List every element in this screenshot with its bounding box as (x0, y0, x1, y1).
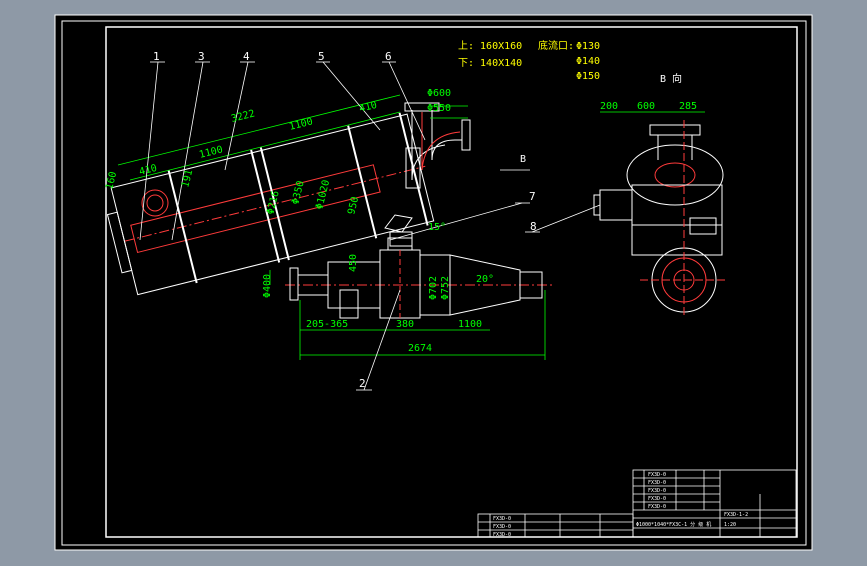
note-inlet-top: 上: 160X160 (458, 40, 522, 52)
flange-b (259, 147, 290, 261)
part-number-7: 7 (529, 190, 536, 203)
dim-410: 410 (358, 100, 378, 115)
note-inlet-bottom: 下: 140X140 (458, 58, 522, 69)
dim-191: 191 (180, 169, 195, 189)
part-leaders (139, 61, 601, 391)
dim-phi702: Φ702 (428, 276, 439, 300)
dim-phi550: Φ550 (427, 103, 451, 114)
dim-205-365: 205-365 (306, 319, 348, 330)
tb-row-5: FX3D-0 (648, 504, 666, 510)
b-top-flange (649, 124, 701, 136)
sheet-outer-border (61, 20, 807, 546)
part-number-6: 6 (385, 50, 392, 63)
note-underflow-2: Φ140 (576, 56, 600, 67)
dim-410-left: 410 (138, 163, 158, 178)
inlet-circle (141, 189, 169, 217)
tb-row-3: FX3D-0 (648, 488, 666, 494)
title-block-text: FX3D-0 FX3D-0 FX3D-0 FX3D-0 FX3D-0 FX3D-… (636, 472, 748, 528)
dim-2674: 2674 (408, 343, 432, 354)
dim-160: 160 (104, 171, 119, 191)
b-side-port (689, 217, 717, 235)
parts-list-text: FX3D-0 FX3D-0 FX3D-0 (493, 516, 511, 538)
tb-row-1: FX3D-0 (648, 472, 666, 478)
flange-a (250, 149, 281, 263)
dim-600: 600 (637, 101, 655, 112)
cyclone-assembly (285, 237, 555, 319)
pl-row-2: FX3D-0 (493, 524, 511, 530)
note-underflow-3: Φ150 (576, 71, 600, 82)
view-b-marker: B (520, 154, 526, 165)
dim-20deg: 20° (476, 274, 494, 285)
dim-285: 285 (679, 101, 697, 112)
drawing-frame (105, 26, 798, 538)
b-upper-shell (626, 144, 724, 206)
pl-row-3: FX3D-0 (493, 532, 511, 538)
feed-stub (339, 289, 359, 319)
drawing-sheet (54, 14, 813, 551)
dim-950: 950 (346, 196, 361, 216)
notes: 上: 160X160 下: 140X140 底流口: Φ130 Φ140 Φ15… (458, 39, 682, 165)
part-numbers: 1 3 4 5 6 7 8 2 (153, 50, 537, 390)
dimension-text: 3222 410 1100 1100 410 160 191 950 Φ216 … (104, 88, 697, 354)
elbow-base (405, 147, 421, 189)
dimension-lines (117, 94, 705, 360)
tb-description: Φ1000*1040*FX3C-1 分 级 机 (636, 521, 711, 528)
cone-section (449, 254, 521, 316)
part-number-3: 3 (198, 50, 205, 63)
classifier-body (106, 112, 435, 296)
dim-380: 380 (396, 319, 414, 330)
part-number-5: 5 (318, 50, 325, 63)
parts-list (477, 513, 634, 538)
main-centerline (124, 165, 426, 242)
tb-row-4: FX3D-0 (648, 496, 666, 502)
left-end-cap (106, 211, 133, 274)
dim-15deg: 15° (428, 222, 446, 233)
dim-450: 450 (348, 254, 359, 272)
tb-row-2: FX3D-0 (648, 480, 666, 486)
dim-1100-low: 1100 (458, 319, 482, 330)
dim-phi600: Φ600 (427, 88, 451, 99)
outlet-elbow (404, 102, 471, 189)
inner-pipe (130, 164, 381, 254)
elbow-flange-top (404, 102, 440, 112)
tb-drawing-name: FX3D-1-2 (724, 512, 748, 518)
elbow-flange-side (461, 119, 471, 151)
pl-row-1: FX3D-0 (493, 516, 511, 522)
note-underflow-label: 底流口: (538, 39, 574, 52)
dim-200: 200 (600, 101, 618, 112)
part-number-4: 4 (243, 50, 250, 63)
inlet-circle-inner (146, 194, 164, 212)
part-number-1: 1 (153, 50, 160, 63)
view-b (593, 120, 728, 318)
part-number-2: 2 (359, 377, 366, 390)
dim-phi400: Φ400 (262, 274, 273, 298)
flange-d (347, 125, 378, 239)
view-b-label: B 向 (660, 72, 682, 85)
tb-ratio: 1:20 (724, 522, 736, 528)
title-block (632, 469, 797, 538)
part-number-8: 8 (530, 220, 537, 233)
apex-nozzle (519, 271, 543, 299)
flange-c (167, 170, 198, 284)
note-underflow-1: Φ130 (576, 41, 600, 52)
dim-phi752: Φ752 (440, 276, 451, 300)
